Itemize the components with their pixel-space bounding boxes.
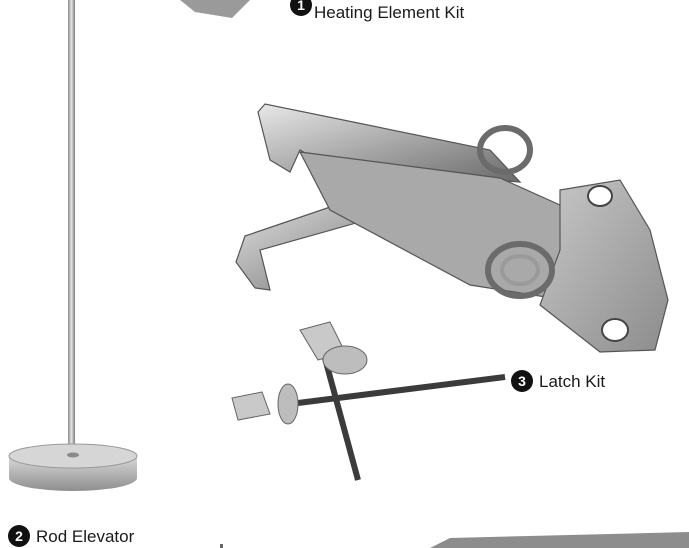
- next-product-fragment: [220, 532, 689, 548]
- number-badge-1: 1: [290, 0, 312, 16]
- rivet-image: [231, 321, 506, 481]
- latch-image: [235, 103, 669, 353]
- heating-element-text: Heating Element Kit: [314, 3, 465, 22]
- rod-elevator-label: 2 Rod Elevator: [8, 525, 134, 547]
- rod-elevator-image: [8, 0, 138, 491]
- rod-elevator-text: Rod Elevator: [36, 526, 135, 546]
- latch-kit-label: 3 Latch Kit: [511, 370, 605, 392]
- number-badge-2: 2: [8, 525, 30, 547]
- heating-element-image: [180, 0, 250, 18]
- latch-kit-text: Latch Kit: [539, 371, 606, 391]
- number-badge-3: 3: [511, 370, 533, 392]
